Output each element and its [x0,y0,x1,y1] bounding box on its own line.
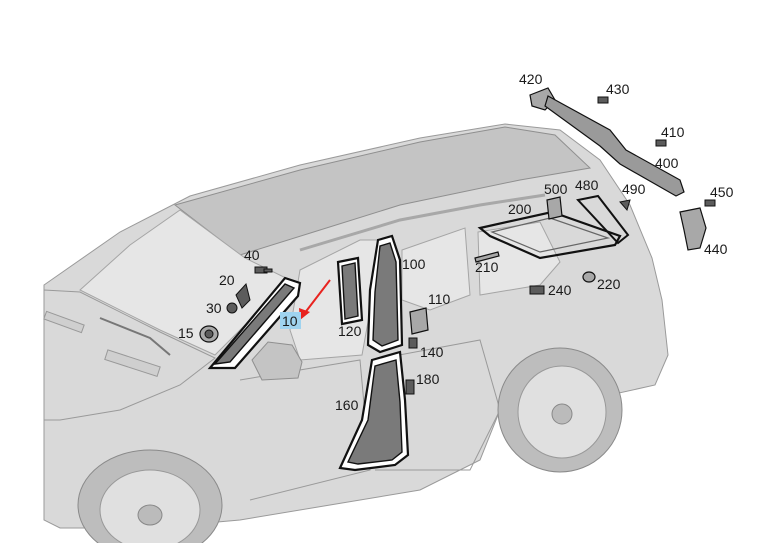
label-220[interactable]: 220 [597,276,621,292]
part-120-inner [341,262,359,320]
part-500-bracket [546,196,563,220]
part-200-inner [490,217,611,253]
rear-wheel [497,347,623,473]
trim-parts [199,87,716,472]
label-110[interactable]: 110 [428,291,451,307]
car-roof [173,126,592,256]
label-200[interactable]: 200 [508,201,532,217]
label-140[interactable]: 140 [420,344,444,360]
part-10-a-pillar-inner [213,283,296,365]
label-400[interactable]: 400 [655,155,679,171]
part-450-screw [704,199,716,207]
front-wheel [77,449,223,543]
part-490-clip [619,199,631,212]
wiper [99,317,171,356]
hood [43,289,216,421]
label-210[interactable]: 210 [475,259,499,275]
car-illustration [43,123,669,543]
label-40[interactable]: 40 [244,247,260,263]
label-30[interactable]: 30 [206,300,222,316]
label-500[interactable]: 500 [544,181,568,197]
part-430-screw [597,96,609,104]
label-20[interactable]: 20 [219,272,235,288]
part-30-clip [226,302,238,314]
part-400-rail-molding [544,95,685,197]
label-480[interactable]: 480 [575,177,599,193]
part-440-end-cap [679,207,707,251]
label-240[interactable]: 240 [548,282,572,298]
label-450[interactable]: 450 [710,184,734,200]
part-40-screw [254,266,273,274]
part-240-clip [529,285,545,295]
label-100[interactable]: 100 [402,256,426,272]
part-100-inner [372,242,399,347]
part-140-clip [408,337,418,349]
label-410[interactable]: 410 [661,124,685,140]
label-490[interactable]: 490 [622,181,646,197]
part-220-cap [582,271,596,283]
label-10[interactable]: 10 [282,313,298,329]
label-180[interactable]: 180 [416,371,440,387]
grille-vents [43,310,161,378]
part-15-grommet [199,325,219,343]
part-180-clip [405,379,415,395]
label-420[interactable]: 420 [519,71,543,87]
part-110-bracket [409,307,429,335]
part-480-d-pillar-trim [576,194,630,245]
highlight-box [280,312,301,329]
callout-arrow [299,279,331,320]
side-mirror [251,341,303,381]
roof-rail [299,193,546,252]
label-440[interactable]: 440 [704,241,728,257]
label-15[interactable]: 15 [178,325,194,341]
label-430[interactable]: 430 [606,81,630,97]
part-160-inner [346,359,403,465]
part-labels: 420 430 410 400 500 480 490 450 200 440 … [178,71,734,413]
part-410-screw [655,139,667,147]
label-160[interactable]: 160 [335,397,359,413]
part-20-bracket [235,282,251,309]
rear-side-window [401,227,471,311]
part-210-strip [474,251,500,263]
label-120[interactable]: 120 [338,323,362,339]
